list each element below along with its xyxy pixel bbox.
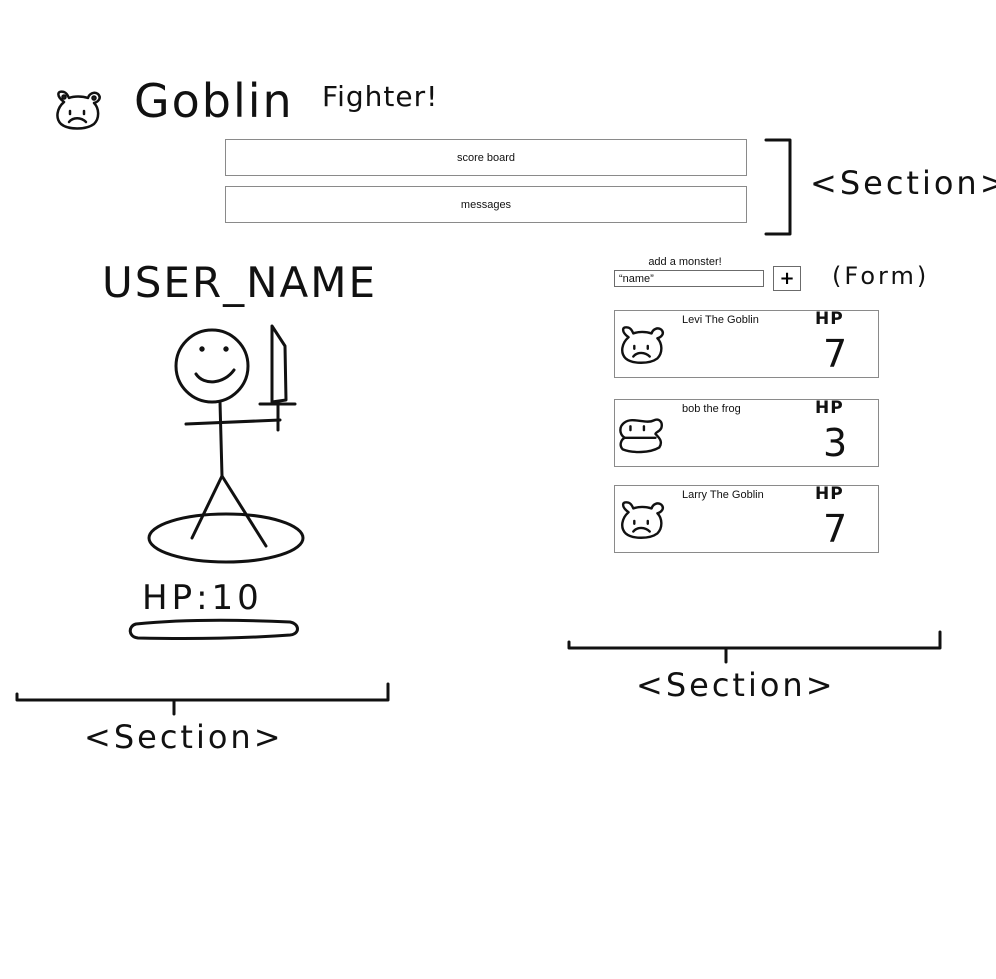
messages-button[interactable]: messages [225,186,747,223]
player-hp-bar [128,618,299,641]
monster-card[interactable]: Levi The Goblin HP 7 [614,309,879,378]
monster-section-note: <Section> [636,666,836,704]
player-section-bracket [15,682,390,716]
player-hp-text: HP:10 [142,578,263,618]
scoreboard-button[interactable]: score board [225,139,747,176]
monster-hp-value: 7 [823,332,848,376]
stick-figure-with-sword-icon [147,324,305,564]
add-monster-label: add a monster! [648,256,722,268]
frog-face-icon [619,418,663,454]
player-section-note: <Section> [84,718,284,756]
monster-name: bob the frog [682,403,741,415]
game-subtitle: Fighter! [322,80,439,113]
monster-hp-value: 7 [823,507,848,551]
top-section-bracket [764,138,792,236]
form-note: (Form) [832,262,930,290]
player-username: USER_NAME [102,258,378,307]
monster-card[interactable]: bob the frog HP 3 [614,398,879,467]
goblin-face-icon [621,326,664,364]
monster-card[interactable]: Larry The Goblin HP 7 [614,484,879,553]
monster-hp-label: HP [815,484,844,504]
monster-hp-value: 3 [823,421,848,465]
monster-section-bracket [567,630,942,664]
add-monster-button[interactable]: + [773,266,801,291]
monster-hp-label: HP [815,309,844,329]
monster-name-input[interactable] [614,270,764,287]
monster-hp-label: HP [815,398,844,418]
game-title: Goblin [134,74,294,128]
goblin-logo-icon [56,90,101,130]
monster-name: Levi The Goblin [682,314,759,326]
monster-name: Larry The Goblin [682,489,764,501]
goblin-face-icon [621,501,664,539]
top-section-note: <Section> [810,164,996,202]
